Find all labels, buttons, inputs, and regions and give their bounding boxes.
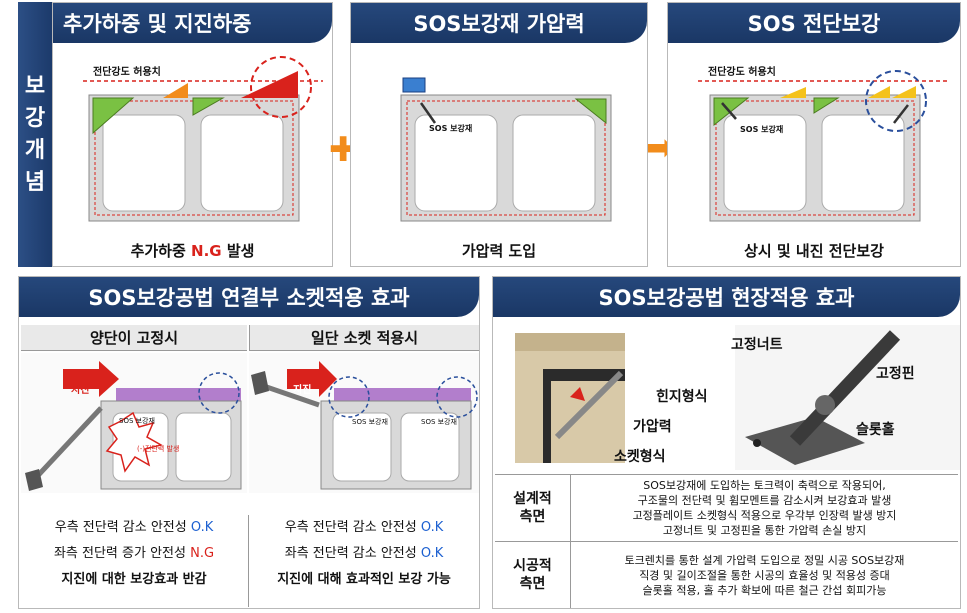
row-line: 슬롯홀 적용, 홀 추가 확보에 따른 철근 간섭 회피가능 — [642, 583, 887, 597]
nut-label: 고정너트 — [731, 337, 783, 353]
result-line: 우측 전단력 감소 안전성 O.K — [21, 515, 247, 541]
divider — [248, 515, 249, 607]
result-socket: 우측 전단력 감소 안전성 O.K 좌측 전단력 감소 안전성 O.K 지진에 … — [249, 515, 479, 593]
side-char: 강 — [24, 105, 46, 131]
row-value: SOS보강재에 도입하는 토크력이 축력으로 작용되어, 구조물의 전단력 및 … — [571, 475, 958, 541]
sos-label: SOS 보강재 — [119, 417, 155, 425]
pin-label: 고정핀 — [876, 366, 915, 382]
burst-label: (-)전단력 발생 — [137, 445, 180, 453]
row-line: 구조물의 전단력 및 휨모멘트를 감소시켜 보강효과 발생 — [637, 494, 892, 507]
panel-caption: 상시 및 내진 전단보강 — [744, 242, 884, 260]
result-text: 좌측 전단력 증가 안전성 — [53, 546, 191, 561]
quake-label: 지진 — [71, 385, 90, 396]
result-summary: 지진에 대한 보강효과 반감 — [61, 572, 207, 587]
panel-field-effect: SOS보강공법 현장적용 효과 힌지형식 가압력 소켓형식 고정너트 고정핀 슬… — [492, 276, 961, 609]
box-culvert-diagram — [400, 77, 612, 222]
result-text: 우측 전단력 감소 안전성 — [284, 520, 421, 535]
sos-label: SOS 보강재 — [740, 125, 784, 134]
sos-label: SOS 보강재 — [421, 418, 457, 426]
status-ng: N.G — [190, 546, 215, 561]
row-line: 토크렌치를 통한 설계 가압력 도입으로 정밀 시공 SOS보강재 — [624, 553, 905, 567]
socket-detail-photo — [515, 325, 960, 470]
row-line: SOS보강재에 도입하는 토크력이 축력으로 작용되어, — [643, 479, 886, 492]
slot-label: 슬롯홀 — [856, 422, 895, 438]
panel-sos-shear: SOS 전단보강 전단강도 허용치 SOS 보강재 상시 및 내진 전단보강 — [667, 2, 961, 267]
panel-caption: 가압력 도입 — [461, 242, 537, 260]
quake-label: 지진 — [293, 385, 312, 396]
result-line: 우측 전단력 감소 안전성 O.K — [249, 515, 479, 541]
status-ok: O.K — [190, 520, 214, 535]
row-key: 설계적 측면 — [495, 475, 571, 541]
box-culvert-diagram — [698, 70, 948, 222]
construction-row: 시공적 측면 토크렌치를 통한 설계 가압력 도입으로 정밀 시공 SOS보강재… — [495, 541, 958, 608]
result-text: 우측 전단력 감소 안전성 — [54, 520, 191, 535]
fixed-end-diagram — [21, 353, 247, 493]
panel-title: SOS 전단보강 — [668, 3, 960, 43]
panel-title: SOS보강재 가압력 — [351, 3, 647, 43]
result-line: 지진에 대해 효과적인 보강 가능 — [249, 567, 479, 593]
panel-title: SOS보강공법 현장적용 효과 — [493, 277, 960, 317]
result-line: 좌측 전단력 감소 안전성 O.K — [249, 541, 479, 567]
caption-text: 발생 — [221, 242, 255, 260]
result-fixed: 우측 전단력 감소 안전성 O.K 좌측 전단력 증가 안전성 N.G 지진에 … — [21, 515, 247, 593]
col-header-fixed: 양단이 고정시 — [21, 325, 247, 351]
row-line: 직경 및 길이조절을 통한 시공의 효율성 및 적용성 증대 — [639, 568, 890, 582]
panel-caption: 추가하중 N.G 발생 — [53, 240, 332, 261]
side-char: 보 — [24, 73, 46, 99]
status-ok: O.K — [420, 546, 444, 561]
col-header-socket: 일단 소켓 적용시 — [249, 325, 479, 351]
result-text: 좌측 전단력 감소 안전성 — [284, 546, 421, 561]
status-ok: O.K — [420, 520, 444, 535]
result-line: 지진에 대한 보강효과 반감 — [21, 567, 247, 593]
caption-text: 추가하중 — [130, 242, 192, 260]
result-line: 좌측 전단력 증가 안전성 N.G — [21, 541, 247, 567]
limit-label: 전단강도 허용치 — [708, 67, 776, 78]
panel-title: 추가하중 및 지진하중 — [53, 3, 332, 43]
row-line: 고정플레이트 소켓형식 적용으로 우각부 인장력 발생 방지 — [632, 509, 897, 522]
sos-label: SOS 보강재 — [429, 124, 473, 133]
box-culvert-diagram — [83, 56, 323, 222]
result-summary: 지진에 대해 효과적인 보강 가능 — [277, 572, 451, 587]
pressure-label: 가압력 — [633, 419, 672, 435]
panel-additional-load: 추가하중 및 지진하중 전단강도 허용치 추가하중 N.G 발생 — [52, 2, 333, 267]
design-row: 설계적 측면 SOS보강재에 도입하는 토크력이 축력으로 작용되어, 구조물의… — [495, 474, 958, 541]
row-value: 토크렌치를 통한 설계 가압력 도입으로 정밀 시공 SOS보강재 직경 및 길… — [571, 542, 958, 608]
side-char: 념 — [24, 169, 46, 195]
concept-side-label: 보 강 개 념 — [18, 2, 52, 267]
hinge-label: 힌지형식 — [656, 389, 708, 405]
row-line: 고정너트 및 고정핀을 통한 가압력 손실 방지 — [662, 524, 867, 537]
limit-label: 전단강도 허용치 — [93, 67, 161, 78]
socket-diagram — [249, 353, 479, 493]
panel-socket-effect: SOS보강공법 연결부 소켓적용 효과 양단이 고정시 일단 소켓 적용시 지진… — [18, 276, 480, 609]
row-key: 시공적 측면 — [495, 542, 571, 608]
caption-ng: N.G — [191, 242, 222, 260]
panel-sos-pressure: SOS보강재 가압력 SOS 보강재 가압력 도입 — [350, 2, 648, 267]
panel-title: SOS보강공법 연결부 소켓적용 효과 — [19, 277, 479, 317]
side-char: 개 — [24, 137, 46, 163]
sos-label: SOS 보강재 — [352, 418, 388, 426]
socket-label: 소켓형식 — [614, 449, 666, 465]
